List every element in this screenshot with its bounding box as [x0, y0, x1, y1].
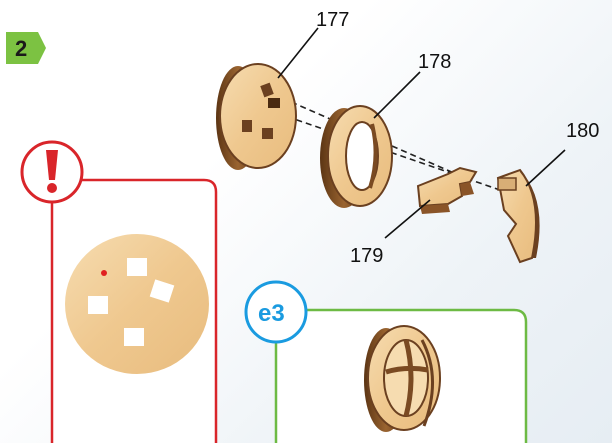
variant-label-circle: [244, 280, 308, 344]
part-179-piece: [416, 166, 478, 214]
leader-180: [525, 149, 566, 187]
step-badge-arrow: [6, 32, 46, 64]
variant-label: e3: [258, 300, 285, 327]
part-177-disc: [216, 63, 297, 170]
part-label-178: 178: [418, 51, 451, 73]
part-label-179: 179: [350, 245, 383, 267]
part-label-177: 177: [316, 9, 349, 31]
leader-177: [277, 27, 319, 79]
step-badge: 2: [6, 32, 46, 64]
leader-179: [384, 199, 431, 239]
part-180-segment: [496, 168, 540, 264]
assembled-wheel: [364, 325, 441, 432]
part-178-ring: [320, 105, 393, 208]
warning-box: !: [20, 140, 218, 443]
leader-lines: [277, 27, 566, 239]
step-number: 2: [15, 36, 27, 61]
marker-dot: [101, 270, 107, 276]
warning-detail-disc: [65, 234, 209, 374]
leader-178: [373, 71, 421, 119]
warning-icon: [46, 150, 58, 193]
variant-box: e3: [244, 280, 528, 443]
part-label-180: 180: [566, 120, 599, 142]
